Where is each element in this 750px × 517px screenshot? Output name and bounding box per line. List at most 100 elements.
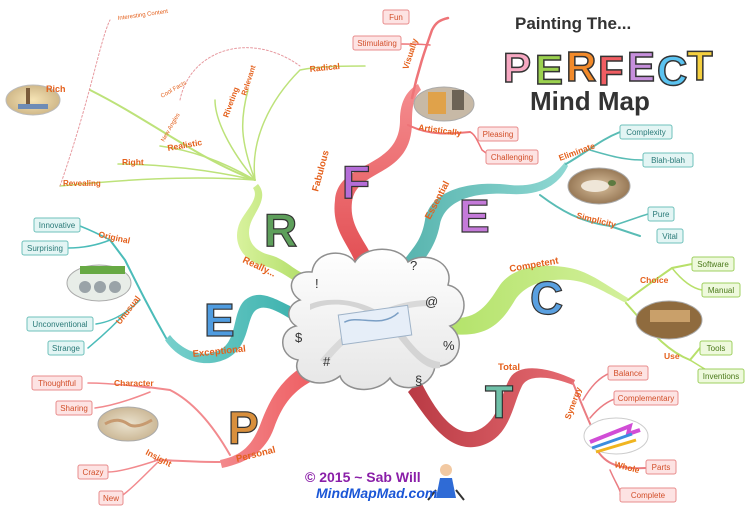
node-insight: Insight — [144, 447, 173, 469]
center-symbol-percent: % — [443, 338, 455, 353]
leaf-manual: Manual — [701, 282, 741, 298]
leaf-new: New — [98, 490, 124, 506]
title-line1: Painting The... — [515, 14, 631, 33]
letter-f: F — [342, 156, 370, 208]
node-cool-facts: Cool Facts — [160, 80, 188, 100]
mascot-figure — [427, 464, 465, 501]
svg-text:Sharing: Sharing — [60, 404, 88, 413]
node-new-angles: New Angles — [161, 113, 182, 143]
title-line3: Mind Map — [530, 86, 650, 116]
leaf-unconventional: Unconventional — [26, 316, 94, 332]
node-radical: Radical — [309, 61, 340, 74]
node-whole: Whole — [614, 459, 641, 475]
branch-f — [334, 84, 421, 290]
center-symbol-hash: # — [323, 354, 331, 369]
central-cloud — [282, 248, 465, 391]
node-simplicity: Simplicity — [576, 210, 618, 229]
center-symbol-dollar: $ — [295, 330, 303, 345]
leaf-pure: Pure — [647, 206, 675, 222]
node-relevant: Relevant — [239, 64, 257, 97]
leaf-pleasing: Pleasing — [477, 126, 519, 142]
node-revealing: Revealing — [63, 179, 101, 188]
footer-site[interactable]: MindMapMad.com — [316, 485, 437, 501]
leaf-crazy: Crazy — [77, 464, 109, 480]
node-use: Use — [664, 351, 680, 361]
svg-text:Stimulating: Stimulating — [357, 39, 397, 48]
leaf-tools: Tools — [699, 340, 733, 356]
svg-text:Balance: Balance — [614, 369, 643, 378]
photo-choice — [635, 300, 703, 340]
svg-text:Complexity: Complexity — [626, 128, 666, 137]
leaf-parts: Parts — [645, 459, 677, 475]
node-interesting-content: Interesting Content — [117, 9, 168, 22]
svg-text:Parts: Parts — [652, 463, 671, 472]
leaf-complete: Complete — [619, 487, 677, 503]
svg-text:Manual: Manual — [708, 286, 734, 295]
svg-text:Complete: Complete — [631, 491, 666, 500]
svg-text:Blah-blah: Blah-blah — [651, 156, 685, 165]
letter-p: P — [228, 402, 259, 454]
leaf-sharing: Sharing — [55, 400, 93, 416]
photo-simplicity — [567, 167, 631, 205]
title-letter-f: F — [598, 47, 624, 94]
leaf-software: Software — [691, 256, 735, 272]
leaf-challenging: Challenging — [485, 149, 539, 165]
node-rich: Rich — [46, 84, 66, 94]
svg-text:Surprising: Surprising — [27, 244, 63, 253]
leaf-balance: Balance — [607, 365, 649, 381]
branch-e-exceptional — [165, 294, 292, 364]
branch-t — [408, 368, 575, 448]
title-letter-p: P — [503, 44, 531, 91]
leaf-thoughtful: Thoughtful — [31, 375, 83, 391]
svg-text:Challenging: Challenging — [491, 153, 533, 162]
svg-text:Inventions: Inventions — [703, 372, 739, 381]
photo-original — [66, 264, 132, 302]
node-character: Character — [114, 378, 154, 388]
leaf-complexity: Complexity — [619, 124, 673, 140]
center-symbol-section: § — [415, 373, 422, 388]
title-letter-e: E — [535, 46, 563, 93]
svg-text:Complementary: Complementary — [618, 394, 674, 403]
svg-text:Software: Software — [697, 260, 729, 269]
node-right: Right — [122, 157, 144, 167]
svg-text:New: New — [103, 494, 119, 503]
svg-text:Thoughtful: Thoughtful — [38, 379, 76, 388]
title-letter-e2: E — [627, 43, 655, 90]
branch-label-total: Total — [498, 362, 520, 373]
title-perfect-letters: P E R F E C T — [502, 41, 714, 95]
photo-visually — [413, 86, 475, 122]
photo-synergy — [583, 417, 649, 455]
node-eliminate: Eliminate — [557, 140, 596, 162]
letter-t: T — [485, 376, 513, 428]
svg-text:Vital: Vital — [662, 232, 678, 241]
svg-text:Tools: Tools — [707, 344, 726, 353]
letter-r: R — [264, 204, 297, 256]
leaf-inventions: Inventions — [697, 368, 745, 384]
branch-c — [452, 265, 628, 335]
svg-text:Crazy: Crazy — [83, 468, 104, 477]
letter-e-essential: E — [459, 190, 490, 242]
node-artistically: Artistically — [418, 122, 463, 138]
leaf-complementary: Complementary — [613, 390, 679, 406]
leaf-strange: Strange — [47, 340, 85, 356]
leaf-blah-blah: Blah-blah — [642, 152, 694, 168]
leaf-surprising: Surprising — [21, 240, 69, 256]
node-visually: Visually — [400, 37, 419, 71]
leaf-vital: Vital — [656, 228, 684, 244]
center-symbol-question: ? — [410, 258, 417, 273]
branch-label-fabulous: Fabulous — [310, 149, 332, 193]
svg-text:Strange: Strange — [52, 344, 81, 353]
leaf-stimulating: Stimulating — [352, 35, 402, 51]
node-unusual: Unusual — [114, 294, 143, 327]
photo-rich — [5, 84, 61, 116]
title-letter-c: C — [657, 47, 687, 94]
svg-text:Fun: Fun — [389, 13, 403, 22]
leaf-fun: Fun — [382, 9, 410, 25]
footer-copyright: © 2015 ~ Sab Will — [305, 469, 421, 485]
node-choice: Choice — [640, 275, 669, 285]
leaf-innovative: Innovative — [33, 217, 81, 233]
branch-p — [220, 365, 318, 468]
letter-e-exceptional: E — [204, 294, 235, 346]
